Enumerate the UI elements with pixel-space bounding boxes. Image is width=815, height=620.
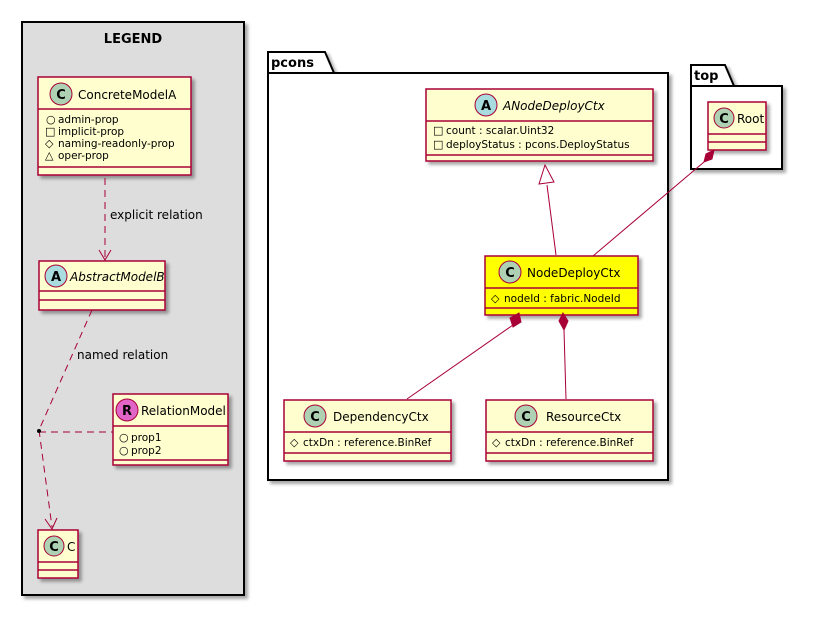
attribute-text: naming-readonly-prop <box>58 138 175 150</box>
class-c-content: C C <box>43 535 75 557</box>
class-stereotype: C <box>719 112 729 127</box>
class-relation-model-content: R RelationModel ○ prop1 ○ prop2 <box>115 398 226 457</box>
attribute-text: nodeId : fabric.NodeId <box>504 293 620 305</box>
class-stereotype: C <box>56 88 66 103</box>
composition-dependency <box>406 312 522 400</box>
attribute-row: ○ prop1 <box>119 431 162 444</box>
attribute-row: ◇ ctxDn : reference.BinRef <box>492 436 634 449</box>
attribute-text: oper-prop <box>58 150 109 162</box>
inheritance-arrow <box>538 163 557 256</box>
attribute-row: ○ admin-prop <box>46 113 119 126</box>
attribute-text: count : scalar.Uint32 <box>446 125 554 137</box>
explicit-relation-label: explicit relation <box>110 208 203 222</box>
class-name: DependencyCtx <box>333 410 429 424</box>
relation-junction-dot <box>37 429 41 433</box>
class-c-icon <box>713 107 735 129</box>
visibility-private-icon: □ <box>433 138 443 151</box>
composition-resource <box>558 311 569 400</box>
package-top-name: top <box>694 69 718 84</box>
class-stereotype: A <box>51 270 61 285</box>
class-c-icon <box>303 404 327 428</box>
attribute-text: admin-prop <box>58 114 119 126</box>
attribute-text: ctxDn : reference.BinRef <box>303 437 432 449</box>
class-root[interactable] <box>707 101 767 151</box>
class-dependency-ctx-content: C DependencyCtx ◇ ctxDn : reference.BinR… <box>290 404 432 449</box>
package-pcons-name: pcons <box>271 56 314 71</box>
class-root-content: C Root <box>713 107 764 129</box>
visibility-public-icon: ○ <box>119 431 129 444</box>
class-concrete-model-a-content: C ConcreteModelA ○ admin-prop □ implicit… <box>45 82 177 162</box>
visibility-protected-icon: ◇ <box>45 137 54 150</box>
visibility-private-icon: □ <box>433 124 443 137</box>
class-stereotype: R <box>122 404 132 419</box>
attribute-row: △ oper-prop <box>45 149 109 162</box>
visibility-protected-icon: ◇ <box>491 292 500 305</box>
attribute-row: ◇ naming-readonly-prop <box>45 137 175 150</box>
attribute-text: ctxDn : reference.BinRef <box>505 437 634 449</box>
attribute-row: □ deployStatus : pcons.DeployStatus <box>433 138 630 151</box>
visibility-protected-icon: ◇ <box>492 436 501 449</box>
class-stereotype: A <box>481 99 491 114</box>
explicit-relation-arrow: explicit relation <box>98 178 203 261</box>
class-name: ConcreteModelA <box>78 88 177 102</box>
class-name: ANodeDeployCtx <box>502 99 606 113</box>
abstract-a-icon <box>474 93 498 117</box>
visibility-public-icon: ○ <box>46 113 56 126</box>
class-abstract-model-b-content: A AbstractModelB <box>44 264 165 288</box>
attribute-text: prop2 <box>131 445 162 457</box>
class-stereotype: C <box>49 540 59 555</box>
attribute-text: deployStatus : pcons.DeployStatus <box>446 139 630 151</box>
class-c-icon <box>514 404 538 428</box>
class-c-icon <box>43 535 65 557</box>
class-name: ResourceCtx <box>546 410 621 424</box>
visibility-private-icon: □ <box>45 125 55 138</box>
attribute-text: implicit-prop <box>58 126 124 138</box>
class-stereotype: C <box>521 410 531 425</box>
attribute-row: □ implicit-prop <box>45 125 124 138</box>
attribute-row: □ count : scalar.Uint32 <box>433 124 554 137</box>
class-name: RelationModel <box>141 404 226 418</box>
attribute-row: ◇ nodeId : fabric.NodeId <box>491 292 620 305</box>
class-c-icon <box>498 260 522 284</box>
class-name: Root <box>737 112 764 126</box>
class-resource-ctx-content: C ResourceCtx ◇ ctxDn : reference.BinRef <box>492 404 634 449</box>
visibility-public-icon: ○ <box>119 444 129 457</box>
class-name: C <box>67 540 75 554</box>
class-c-icon <box>49 82 73 106</box>
visibility-package-icon: △ <box>45 149 54 162</box>
class-stereotype: C <box>505 266 515 281</box>
abstract-a-icon <box>44 264 68 288</box>
legend-title: LEGEND <box>104 32 163 47</box>
attribute-text: prop1 <box>131 432 162 444</box>
class-anode-deploy-ctx[interactable] <box>425 88 654 162</box>
class-stereotype: C <box>310 410 320 425</box>
class-name: NodeDeployCtx <box>527 266 621 280</box>
class-anode-deploy-ctx-content: A ANodeDeployCtx □ count : scalar.Uint32… <box>433 93 630 151</box>
named-relation-label: named relation <box>77 348 168 362</box>
named-relation-line: named relation <box>37 309 168 531</box>
class-node-deploy-ctx-content: C NodeDeployCtx ◇ nodeId : fabric.NodeId <box>491 260 621 305</box>
composition-root-node <box>592 149 715 257</box>
visibility-protected-icon: ◇ <box>290 436 299 449</box>
attribute-row: ○ prop2 <box>119 444 162 457</box>
class-name: AbstractModelB <box>69 270 165 284</box>
class-resource-ctx[interactable] <box>485 399 654 462</box>
attribute-row: ◇ ctxDn : reference.BinRef <box>290 436 432 449</box>
relation-r-icon <box>115 398 139 422</box>
